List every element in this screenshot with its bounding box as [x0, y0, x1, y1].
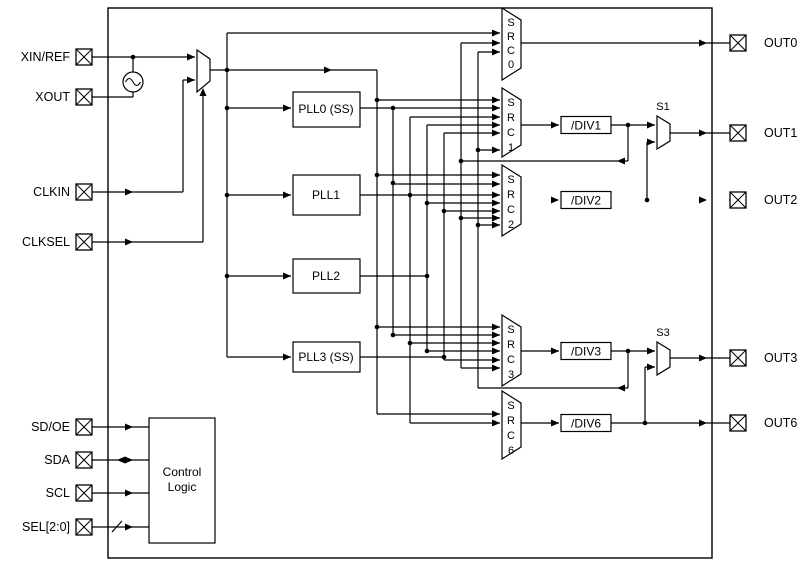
src2-mux: [501, 163, 522, 238]
ref-input-mux: [196, 48, 211, 94]
out0-label: OUT0: [764, 36, 797, 50]
clkin-label: CLKIN: [33, 185, 70, 199]
div1-label: /DIV1: [571, 119, 601, 133]
clksel-pin: [75, 233, 93, 251]
s3-label: S3: [656, 327, 669, 339]
scl-pin: [75, 484, 93, 502]
sda-pin: [75, 451, 93, 469]
clkin-pin: [75, 183, 93, 201]
out2-pin: [729, 191, 747, 209]
pll2-block: [292, 258, 361, 294]
pin-layer: [75, 34, 747, 536]
pll3-block: [292, 341, 361, 373]
xin-ref-label: XIN/REF: [21, 50, 71, 64]
output-pin-labels: OUT0 OUT1 OUT2 OUT3 OUT6: [764, 36, 797, 430]
out3-pin: [729, 349, 747, 367]
div2-block: [560, 190, 612, 210]
out6-pin: [729, 414, 747, 432]
div3-block: [560, 341, 612, 361]
out6-label: OUT6: [764, 416, 797, 430]
sel20-pin: [75, 518, 93, 536]
scl-label: SCL: [46, 486, 70, 500]
wire-layer: [92, 29, 730, 531]
output-select-muxes: S1 S3: [656, 101, 671, 377]
src3-mux: [501, 313, 522, 388]
xin-ref-pin: [75, 48, 93, 66]
out2-label: OUT2: [764, 193, 797, 207]
pll0-block: [292, 91, 361, 128]
crystal-oscillator-icon: [122, 71, 144, 93]
control-logic-label-line1: Control: [163, 465, 202, 479]
clksel-label: CLKSEL: [22, 235, 70, 249]
s3-mux: [656, 340, 671, 377]
xout-label: XOUT: [35, 90, 70, 104]
pll-blocks: PLL0 (SS) PLL1 PLL2 PLL3 (SS): [292, 91, 361, 373]
input-pin-labels: XIN/REF XOUT CLKIN CLKSEL SD/OE SDA SCL …: [21, 50, 71, 534]
s1-mux: [656, 114, 671, 151]
pll0-label: PLL0 (SS): [298, 102, 353, 116]
div6-label: /DIV6: [571, 417, 601, 431]
xout-pin: [75, 88, 93, 106]
pll3-label: PLL3 (SS): [298, 350, 353, 364]
sda-label: SDA: [44, 453, 70, 467]
sel20-label: SEL[2:0]: [22, 520, 70, 534]
div3-label: /DIV3: [571, 345, 601, 359]
chip-boundary: [107, 7, 713, 559]
out3-label: OUT3: [764, 351, 797, 365]
sdoe-label: SD/OE: [31, 420, 70, 434]
out0-pin: [729, 34, 747, 52]
src1-mux: [501, 86, 522, 159]
out1-label: OUT1: [764, 126, 797, 140]
control-logic: Control Logic: [148, 417, 216, 544]
div2-label: /DIV2: [571, 194, 601, 208]
bus-slash: [111, 520, 123, 533]
control-logic-block: [148, 417, 216, 544]
s1-label: S1: [656, 101, 669, 113]
div1-block: [560, 115, 612, 135]
control-logic-label-line2: Logic: [168, 480, 197, 494]
src0-mux: [501, 6, 522, 82]
pll1-block: [292, 174, 361, 216]
pll1-label: PLL1: [312, 188, 340, 202]
divider-blocks: /DIV1 /DIV2 /DIV3 /DIV6: [560, 115, 612, 433]
src6-mux: [501, 389, 522, 461]
pll2-label: PLL2: [312, 269, 340, 283]
div6-block: [560, 413, 612, 433]
out1-pin: [729, 124, 747, 142]
sdoe-pin: [75, 418, 93, 436]
